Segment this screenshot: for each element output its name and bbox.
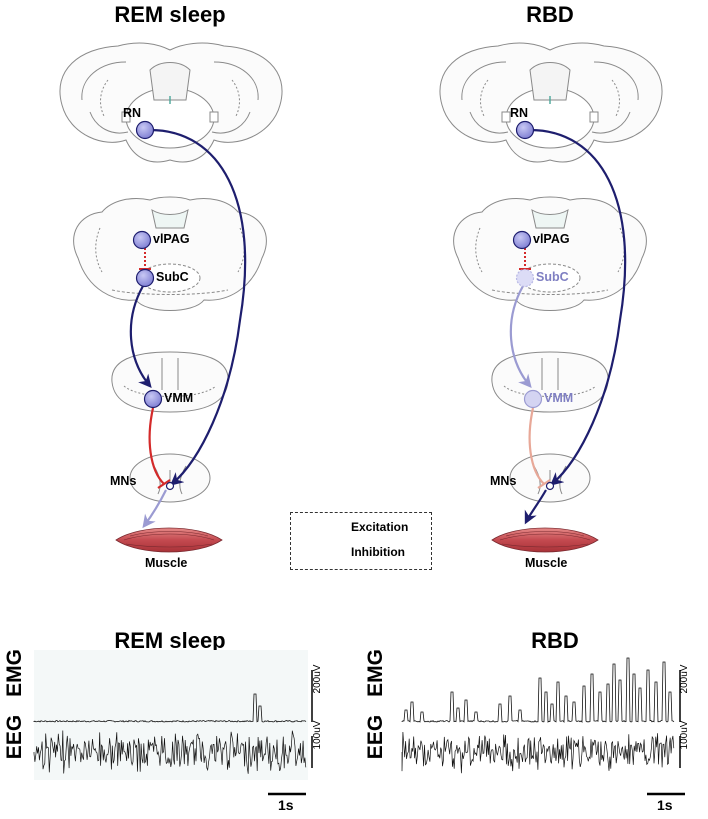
rbd-panel	[439, 42, 663, 553]
rbd-emg-trace	[401, 657, 675, 724]
recording-traces	[33, 650, 685, 796]
mns-to-muscle	[142, 489, 167, 529]
rn-to-mns-excitation	[149, 128, 247, 486]
legend-inhibition-label: Inhibition	[351, 545, 405, 559]
vmm-to-mns-inhibition	[528, 407, 545, 485]
subc-label: SubC	[536, 270, 569, 284]
vlpag-neuron	[132, 230, 152, 250]
rem-emg-trace	[33, 693, 307, 723]
rn-neuron	[135, 120, 155, 140]
pons-section	[73, 196, 267, 311]
mns-to-muscle	[524, 489, 547, 525]
rem-eeg-trace	[33, 730, 307, 774]
circuit-diagram	[59, 42, 663, 557]
rbd-eeg-trace	[401, 731, 675, 774]
vmm-to-mns-inhibition	[148, 407, 165, 485]
mns-label: MNs	[490, 474, 517, 488]
subc-to-vmm-excitation	[129, 285, 152, 389]
mns-neuron	[545, 481, 555, 491]
rn-label: RN	[123, 106, 142, 120]
rem-connections	[129, 128, 247, 529]
rn-label: RN	[510, 106, 529, 120]
spinal-cord-section	[509, 453, 591, 503]
vmm-label: VMM	[544, 391, 574, 405]
spinal-cord-section	[129, 453, 211, 503]
rem-panel	[59, 42, 283, 553]
mns-label: MNs	[110, 474, 137, 488]
vmm-neuron	[523, 389, 543, 409]
rn-neuron	[515, 120, 535, 140]
rbd-time-bar-label: 1s	[657, 797, 673, 813]
subc-neuron	[515, 268, 535, 288]
muscle	[491, 527, 599, 553]
subc-to-vmm-excitation	[509, 285, 532, 389]
vlpag-label: vlPAG	[153, 232, 190, 246]
legend: Excitation Inhibition	[290, 512, 432, 570]
muscle-label: Muscle	[525, 556, 568, 570]
rbd-connections	[509, 128, 627, 525]
subc-neuron	[135, 268, 155, 288]
pons-section	[453, 196, 647, 311]
subc-label: SubC	[156, 270, 189, 284]
vmm-neuron	[143, 389, 163, 409]
vmm-label: VMM	[164, 391, 194, 405]
muscle-label: Muscle	[145, 556, 188, 570]
rbd-trace-background	[402, 650, 676, 780]
vlpag-neuron	[512, 230, 532, 250]
midbrain-section	[439, 42, 663, 163]
rbd-recording-title: RBD	[531, 628, 579, 653]
rem-panel-title: REM sleep	[114, 2, 226, 27]
muscle	[115, 527, 223, 553]
mns-neuron	[165, 481, 175, 491]
midbrain-section	[59, 42, 283, 163]
rbd-panel-title: RBD	[526, 2, 574, 27]
rem-time-bar-label: 1s	[278, 797, 294, 813]
vlpag-label: vlPAG	[533, 232, 570, 246]
legend-excitation-label: Excitation	[351, 520, 409, 534]
rn-to-mns-excitation	[529, 128, 627, 486]
rem-recording-title: REM sleep	[114, 628, 226, 653]
